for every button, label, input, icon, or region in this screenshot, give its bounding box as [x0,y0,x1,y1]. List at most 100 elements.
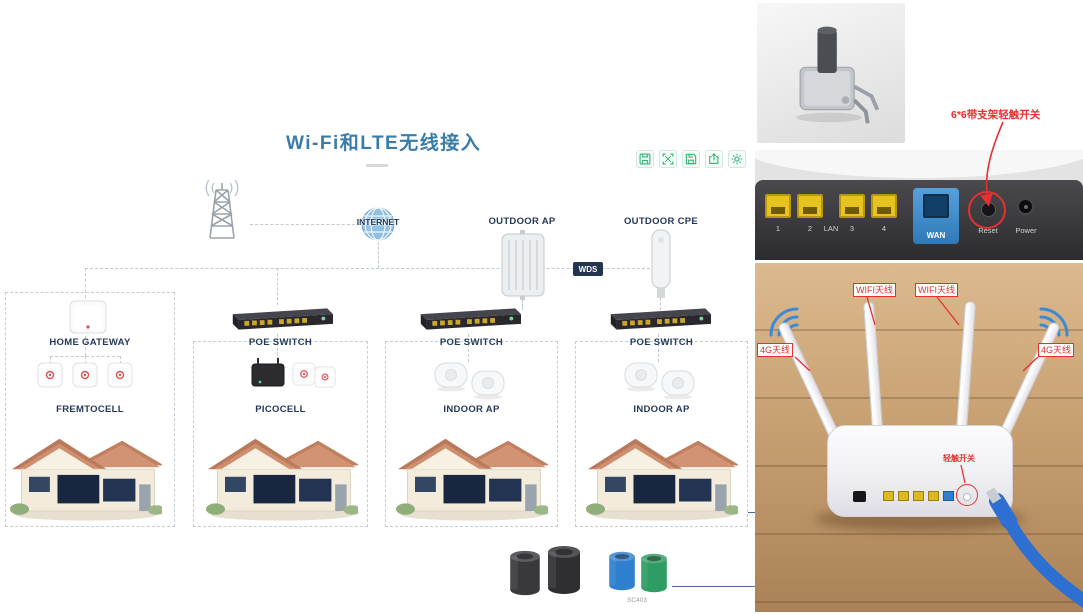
port-label: 4 [881,224,887,233]
lan-port-4 [871,194,897,218]
tactile-switch-photo [757,3,905,143]
outdoor-ap-label: OUTDOOR AP [488,216,556,227]
export-icon[interactable] [705,150,723,168]
lan-port-3 [839,194,865,218]
port-label: 3 [849,224,855,233]
tact-switch-callout: 6*6带支架轻触开关 [951,109,1041,121]
rubber-cap-blue [606,546,638,596]
lan-port [928,491,939,501]
zone-box-picocell [193,341,368,527]
indoor-ap-device [470,368,506,400]
title-underline [366,164,388,167]
internet-label: INTERNET [356,217,400,227]
outdoor-ap-device [496,228,550,302]
caps-part-number: SC403 [627,597,647,604]
rubber-cap-black [544,543,584,597]
connector-line [378,242,379,268]
tactile-switch-illustration [796,26,880,124]
indoor-ap-device [623,360,659,392]
router-antenna-photo: 轻触开关 WIFI天线 WIFI天线 4G天线 4G天线 [755,263,1083,612]
port-label: LAN [823,224,839,233]
connector-line [277,334,278,360]
connector-line [50,356,51,364]
power-jack [1017,198,1034,215]
connector-line [85,356,86,364]
diagram-toolbar [636,150,746,168]
lte-antenna-tag-left: 4G天线 [757,343,794,357]
femtocell-device [37,362,63,388]
lan-port-2 [797,194,823,218]
rubber-cap-black [506,549,544,597]
connector-line [660,298,661,310]
router-back-panel-photo: 1 2 LAN 3 4 WAN Reset Power [755,150,1083,260]
tact-switch-highlight-circle [956,484,978,506]
poe-switch-label: POE SWITCH [439,337,504,348]
poe-switch-label: POE SWITCH [629,337,694,348]
house-illustration [10,424,162,522]
outdoor-cpe-label: OUTDOOR CPE [623,216,699,227]
router-top-edge [755,150,1083,178]
connector-line [250,224,360,225]
picocell-label: PICOCELL [255,404,306,415]
house-illustration [206,424,358,522]
rubber-cap-green [638,549,670,597]
poe-switch-label: POE SWITCH [248,337,313,348]
home-gateway-label: HOME GATEWAY [49,337,131,348]
connector-line [522,300,523,310]
power-jack [853,491,866,502]
lan-port [883,491,894,501]
indoor-ap-device [433,360,469,392]
power-label: Power [1015,226,1037,235]
connector-line [120,356,121,364]
disk-icon[interactable] [682,150,700,168]
house-illustration [586,424,738,522]
fullscreen-icon[interactable] [659,150,677,168]
house-illustration [396,424,548,522]
indoor-ap-label: INDOOR AP [633,404,690,415]
poe-switch-device [227,304,333,334]
wan-port [923,194,949,218]
lan-port-1 [765,194,791,218]
port-label: 2 [807,224,813,233]
cell-tower-icon [192,180,252,242]
poe-switch-device [415,304,521,334]
indoor-ap-device [660,368,696,400]
save-icon[interactable] [636,150,654,168]
wds-badge: WDS [573,262,603,276]
solid-connector [672,586,763,587]
femtocell-device [107,362,133,388]
connector-line [85,268,86,298]
indoor-ap-label: INDOOR AP [443,404,500,415]
femtocell-device [72,362,98,388]
poe-switch-device [605,304,711,334]
tact-switch-small-label: 轻触开关 [943,454,975,463]
zone-box-indoor-ap-1 [385,341,558,527]
connector-line [85,268,660,269]
lan-port [898,491,909,501]
wan-port [943,491,954,501]
picocell-device [292,362,316,386]
wan-zone: WAN [913,188,959,244]
lte-antenna-tag-right: 4G天线 [1038,343,1075,357]
picocell-device [248,356,288,390]
zone-box-home-gateway [5,292,175,527]
picocell-device [314,366,336,388]
wan-label: WAN [926,231,946,240]
port-label: 1 [775,224,781,233]
lan-port [913,491,924,501]
reset-highlight-circle [968,191,1006,229]
connector-line [468,334,469,362]
home-gateway-device [64,297,112,337]
zone-box-indoor-ap-2 [575,341,748,527]
reset-label: Reset [978,226,998,235]
page-title: Wi-Fi和LTE无线接入 [286,133,482,154]
wifi-antenna-tag-right: WIFI天线 [915,283,958,297]
outdoor-cpe-device [648,228,674,300]
connector-line [85,336,86,356]
network-diagram: Wi-Fi和LTE无线接入 [5,133,763,604]
router-body [827,425,1013,517]
connector-line [277,268,278,305]
settings-icon[interactable] [728,150,746,168]
wifi-antenna-tag-left: WIFI天线 [853,283,896,297]
